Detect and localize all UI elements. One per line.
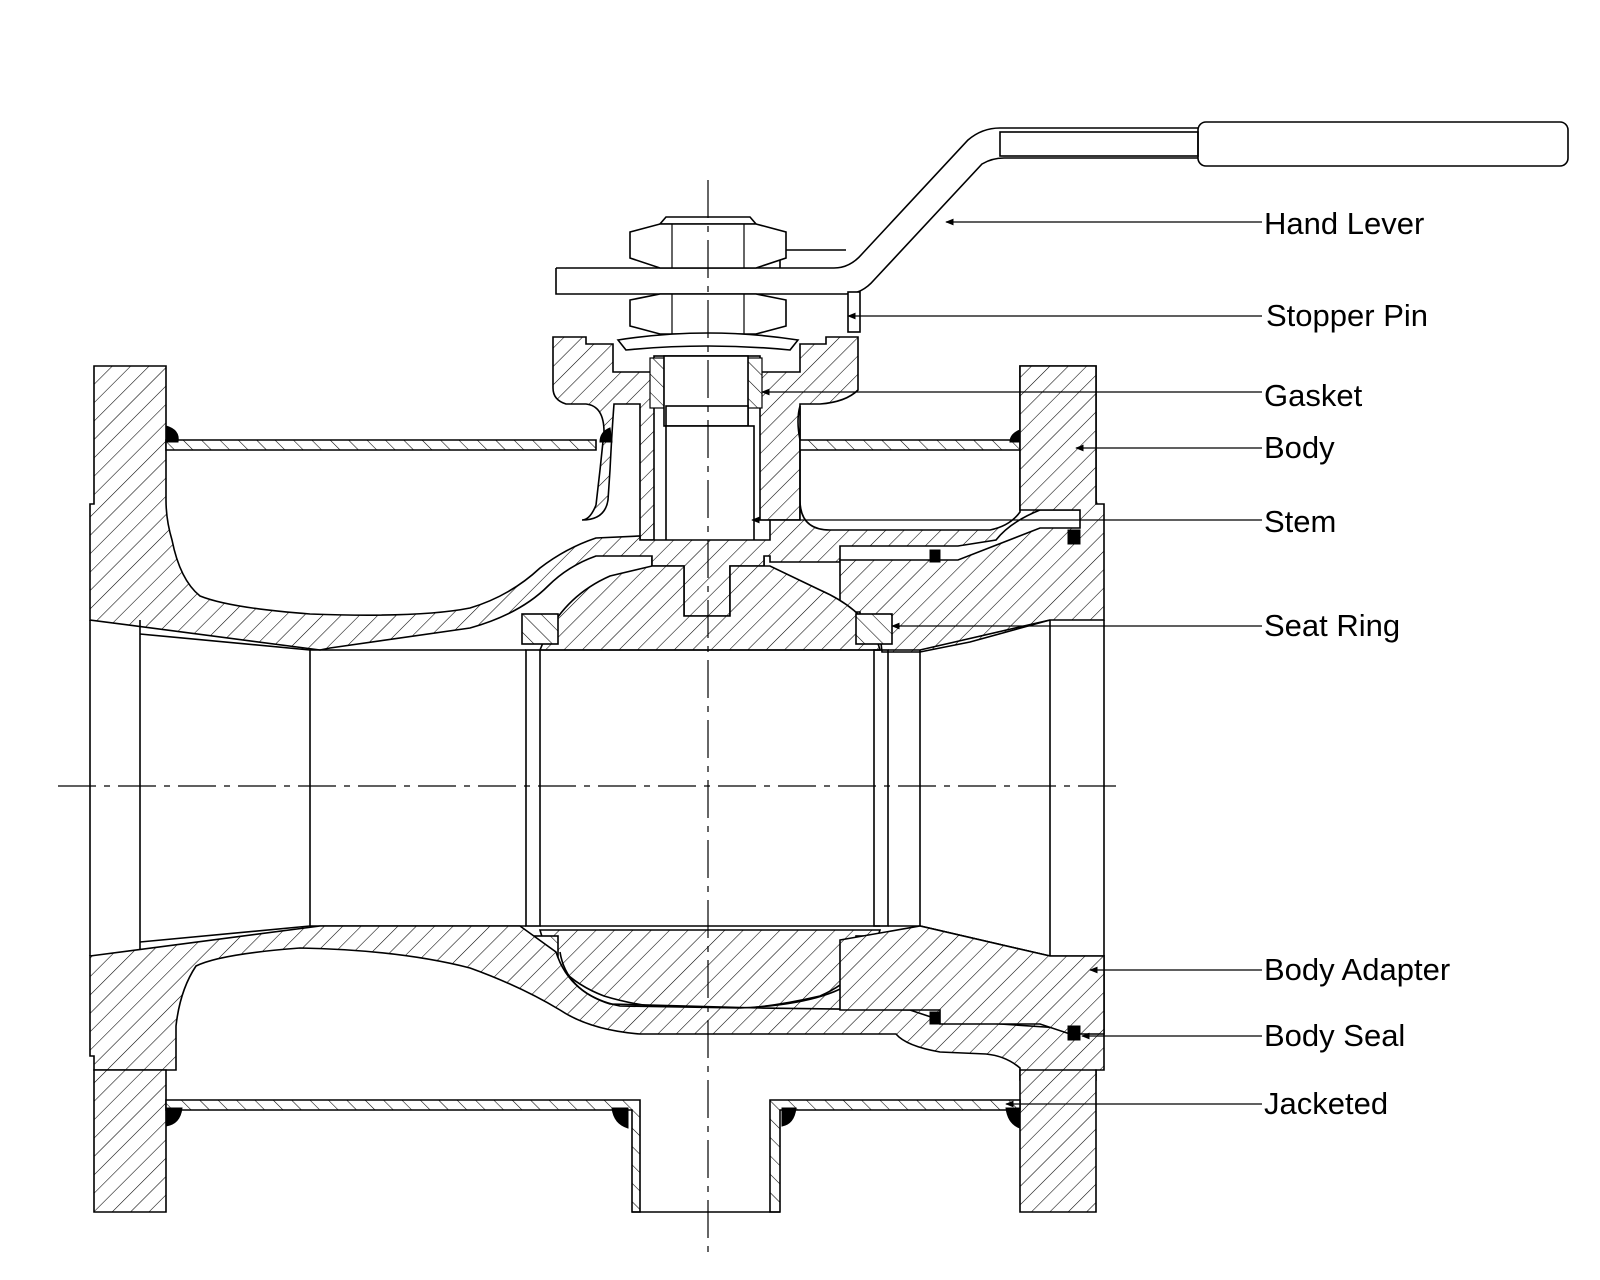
label-gasket: Gasket	[1264, 378, 1363, 413]
label-body-seal: Body Seal	[1264, 1018, 1405, 1053]
callout-labels: Hand Lever Stopper Pin Gasket Body Stem …	[1264, 206, 1450, 1121]
bore	[89, 619, 1105, 957]
label-seat-ring: Seat Ring	[1264, 608, 1400, 643]
label-stopper-pin: Stopper Pin	[1266, 298, 1428, 333]
ball	[538, 565, 882, 1011]
leader-lines	[751, 218, 1262, 1108]
body-seal-top	[929, 529, 1081, 563]
stopper-pin	[847, 291, 861, 333]
body-seal-bottom	[929, 1011, 1081, 1041]
body	[89, 365, 1105, 653]
label-hand-lever: Hand Lever	[1264, 206, 1424, 241]
label-body: Body	[1264, 430, 1335, 465]
body-lower	[89, 925, 1105, 1213]
label-body-adapter: Body Adapter	[1264, 952, 1450, 987]
label-jacketed: Jacketed	[1264, 1086, 1388, 1121]
seat-ring	[521, 613, 893, 967]
label-stem: Stem	[1264, 504, 1336, 539]
